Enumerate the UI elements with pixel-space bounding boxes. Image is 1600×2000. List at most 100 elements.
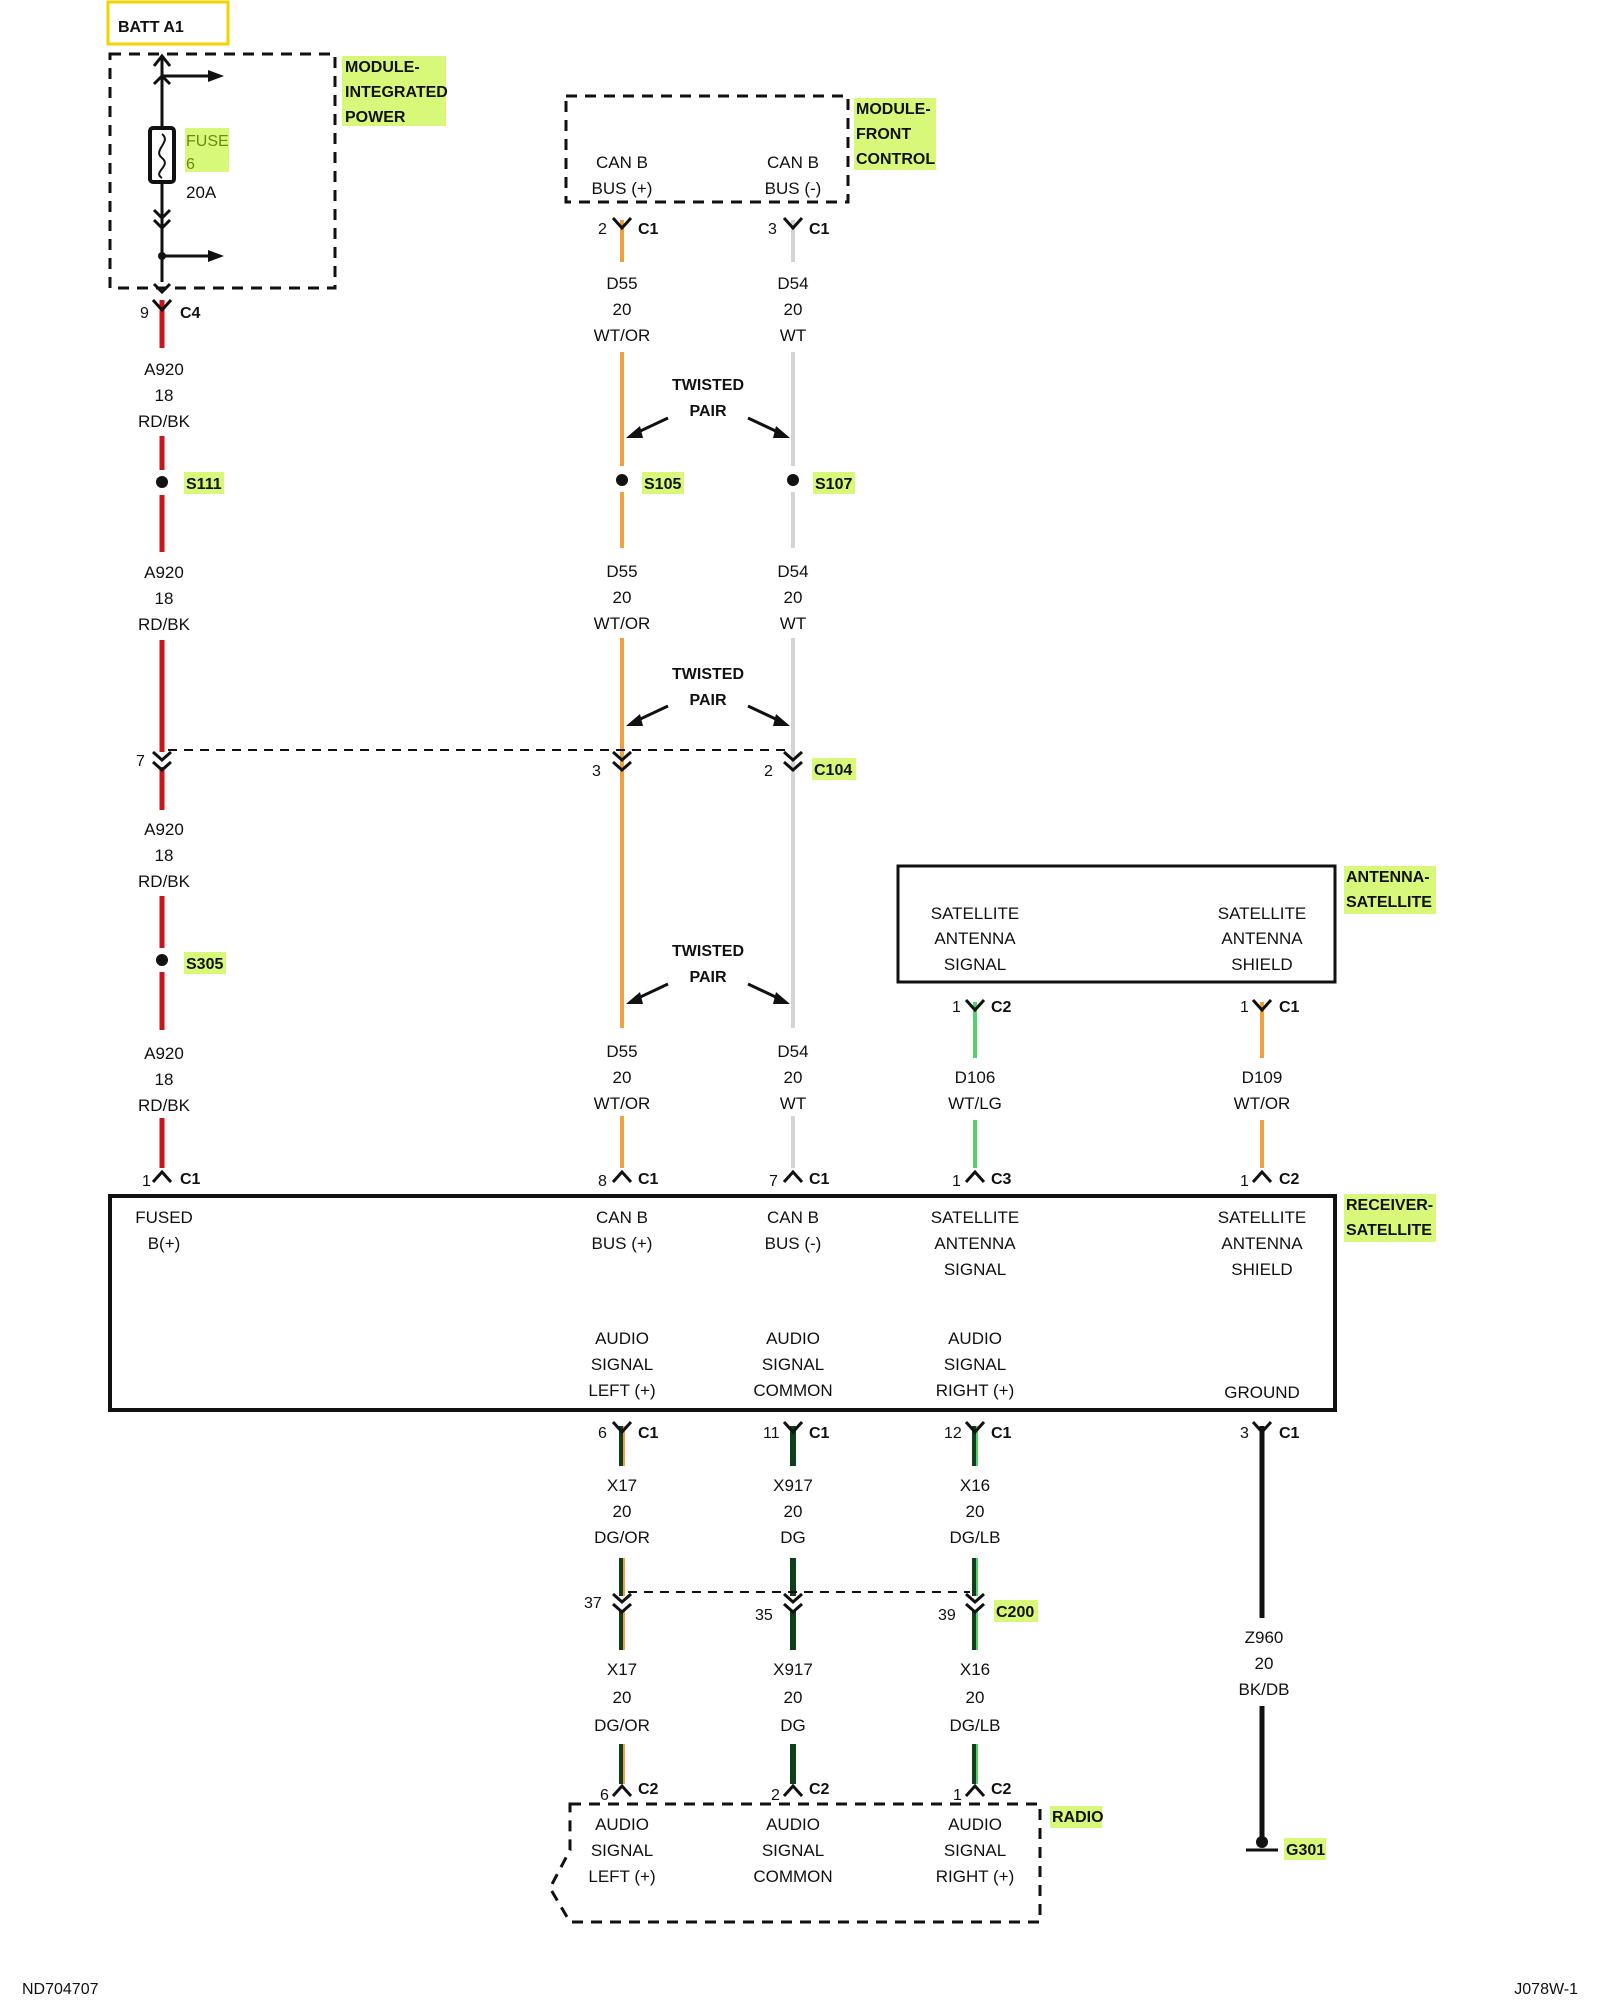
- svg-text:S111: S111: [186, 476, 222, 493]
- svg-text:X17: X17: [607, 1476, 637, 1495]
- pin-number: 1: [1240, 999, 1249, 1016]
- connector-label: C2: [809, 1781, 830, 1798]
- splice-s305-label: S305: [184, 952, 226, 974]
- svg-text:AUDIO: AUDIO: [948, 1329, 1002, 1348]
- svg-text:BUS (+): BUS (+): [592, 1234, 653, 1253]
- connector-label: C1: [1279, 999, 1300, 1016]
- svg-text:CAN B: CAN B: [596, 1208, 648, 1227]
- svg-text:20: 20: [613, 1502, 632, 1521]
- svg-text:20: 20: [784, 1688, 803, 1707]
- connector-label: C1: [638, 1171, 659, 1188]
- svg-text:RD/BK: RD/BK: [138, 615, 191, 634]
- connector-label: C2: [1279, 1171, 1300, 1188]
- svg-text:MODULE-: MODULE-: [856, 101, 931, 118]
- connector-label: C1: [1279, 1425, 1300, 1442]
- arrow-right-icon: [208, 250, 224, 262]
- svg-text:SATELLITE: SATELLITE: [1218, 1208, 1307, 1227]
- wire-label-x917: X917 20 DG: [773, 1476, 813, 1547]
- radio-pin-audio-right: AUDIO SIGNAL RIGHT (+): [936, 1815, 1015, 1886]
- ground-g301-label: G301: [1284, 1838, 1326, 1860]
- front-pin-can-b-minus: CAN B BUS (-): [765, 153, 822, 198]
- arrow-right-icon: [208, 70, 224, 82]
- connector-y-icon: [151, 216, 1273, 1435]
- svg-text:AUDIO: AUDIO: [595, 1329, 649, 1348]
- svg-text:D106: D106: [955, 1068, 996, 1087]
- radio-module-box: [548, 1802, 1042, 1924]
- pin-number: 8: [598, 1173, 607, 1190]
- svg-text:20: 20: [613, 1688, 632, 1707]
- pin-number: 3: [592, 763, 601, 780]
- svg-text:BUS (-): BUS (-): [765, 1234, 822, 1253]
- svg-text:WT/OR: WT/OR: [1234, 1094, 1291, 1113]
- pin-number: 3: [768, 221, 777, 238]
- connector-label: C1: [809, 1171, 830, 1188]
- svg-text:PAIR: PAIR: [689, 403, 726, 420]
- connector-label: C2: [991, 999, 1012, 1016]
- svg-text:18: 18: [155, 846, 174, 865]
- svg-text:A920: A920: [144, 360, 184, 379]
- antenna-satellite-module-label: ANTENNA- SATELLITE: [1344, 866, 1436, 914]
- svg-text:D55: D55: [606, 562, 637, 581]
- connector-caret-icon: [151, 1169, 1273, 1798]
- svg-text:WT: WT: [780, 1094, 806, 1113]
- svg-text:FUSE: FUSE: [186, 133, 229, 150]
- svg-text:INTEGRATED: INTEGRATED: [345, 84, 448, 101]
- arrow-up-icon: [152, 53, 172, 86]
- connector-label: C2: [991, 1781, 1012, 1798]
- svg-text:20: 20: [784, 300, 803, 319]
- svg-text:S305: S305: [186, 956, 223, 973]
- svg-text:DG: DG: [780, 1716, 806, 1735]
- antenna-satellite-module-box: [896, 864, 1337, 984]
- footer-doc-id: ND704707: [22, 1981, 99, 1998]
- svg-text:WT: WT: [780, 614, 806, 633]
- svg-text:SATELLITE: SATELLITE: [1346, 1222, 1432, 1239]
- svg-text:DG/OR: DG/OR: [594, 1528, 650, 1547]
- svg-text:FUSED: FUSED: [135, 1208, 193, 1227]
- wire-label-d54: D54 20 WT: [777, 562, 808, 633]
- receiver-pin-audio-common: AUDIO SIGNAL COMMON: [753, 1329, 832, 1400]
- radio-pin-audio-left: AUDIO SIGNAL LEFT (+): [588, 1815, 655, 1886]
- svg-text:A920: A920: [144, 1044, 184, 1063]
- svg-text:D54: D54: [777, 274, 808, 293]
- pin-number: 3: [1240, 1425, 1249, 1442]
- svg-text:20: 20: [613, 588, 632, 607]
- svg-text:D54: D54: [777, 562, 808, 581]
- connector-label: C3: [991, 1171, 1012, 1188]
- svg-text:X16: X16: [960, 1476, 990, 1495]
- svg-text:PAIR: PAIR: [689, 692, 726, 709]
- svg-text:TWISTED: TWISTED: [672, 943, 744, 960]
- svg-text:20: 20: [784, 1502, 803, 1521]
- svg-text:C200: C200: [996, 1604, 1034, 1621]
- wire-label-d54: D54 20 WT: [777, 1042, 808, 1113]
- wire-label-d55: D55 20 WT/OR: [594, 1042, 651, 1113]
- pin-number: 11: [763, 1425, 780, 1442]
- svg-text:DG/LB: DG/LB: [949, 1716, 1000, 1735]
- svg-text:COMMON: COMMON: [753, 1381, 832, 1400]
- inline-connector-icon: [152, 750, 985, 1615]
- wire-label-a920: A920 18 RD/BK: [138, 360, 191, 431]
- svg-text:ANTENNA: ANTENNA: [934, 1234, 1016, 1253]
- pin-number: 1: [142, 1173, 151, 1190]
- connector-c104-label: C104: [812, 758, 856, 780]
- svg-text:SATELLITE: SATELLITE: [931, 1208, 1020, 1227]
- svg-text:RD/BK: RD/BK: [138, 1096, 191, 1115]
- svg-text:AUDIO: AUDIO: [766, 1815, 820, 1834]
- splice-dot: [616, 474, 628, 486]
- wire-label-x16: X16 20 DG/LB: [949, 1476, 1000, 1547]
- svg-text:ANTENNA-: ANTENNA-: [1346, 869, 1430, 886]
- pin-number: 2: [771, 1787, 780, 1804]
- svg-text:COMMON: COMMON: [753, 1867, 832, 1886]
- svg-text:SIGNAL: SIGNAL: [762, 1841, 824, 1860]
- svg-text:TWISTED: TWISTED: [672, 666, 744, 683]
- svg-text:LEFT (+): LEFT (+): [588, 1867, 655, 1886]
- wire-label-a920: A920 18 RD/BK: [138, 820, 191, 891]
- wire-label-d55: D55 20 WT/OR: [594, 562, 651, 633]
- svg-text:S107: S107: [815, 476, 852, 493]
- svg-text:RIGHT (+): RIGHT (+): [936, 1381, 1015, 1400]
- receiver-satellite-module-label: RECEIVER- SATELLITE: [1344, 1194, 1436, 1242]
- pin-number: 37: [584, 1595, 602, 1612]
- fuse-icon: [148, 126, 176, 184]
- svg-text:20: 20: [784, 588, 803, 607]
- antenna-pin-signal: SATELLITE ANTENNA SIGNAL: [931, 904, 1020, 974]
